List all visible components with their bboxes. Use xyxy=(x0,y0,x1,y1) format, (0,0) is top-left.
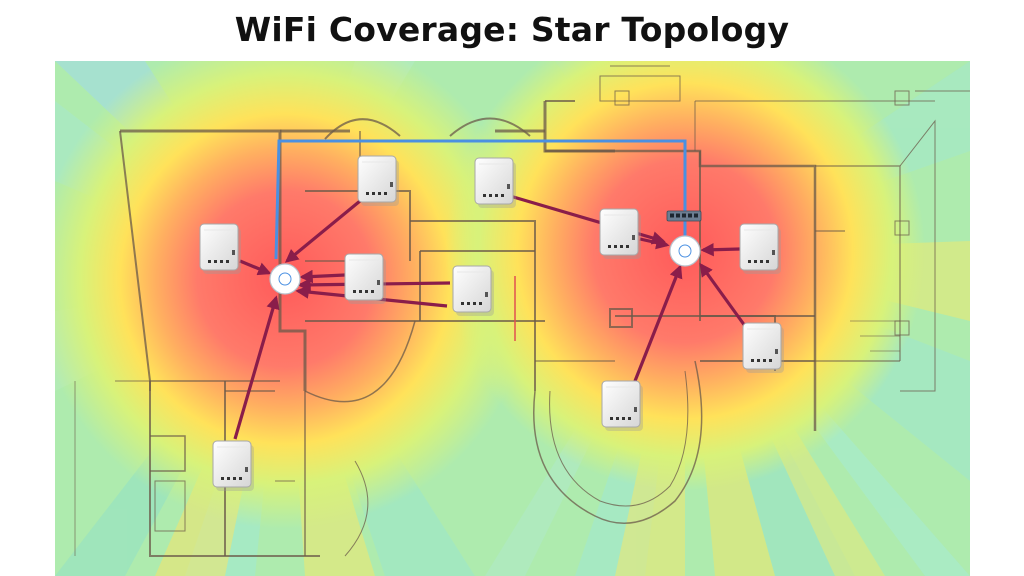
smart-switch-module-sensor-7 xyxy=(474,157,516,208)
smart-switch-module-sensor-2 xyxy=(357,155,399,206)
link-sensor-3-ap-left xyxy=(299,269,346,284)
link-sensor-11-ap-right xyxy=(633,264,683,382)
wired-backhaul-cable xyxy=(274,139,687,260)
link-sensor-2-ap-left xyxy=(284,199,362,263)
smart-switch-module-sensor-8 xyxy=(599,208,641,259)
access-point-left xyxy=(269,263,301,295)
link-sensor-6-ap-left xyxy=(233,295,280,440)
smart-switch-module-sensor-9 xyxy=(739,223,781,274)
smart-switch-module-sensor-1 xyxy=(199,223,241,274)
smart-switch-module-sensor-6 xyxy=(212,440,254,491)
link-sensor-10-ap-right xyxy=(699,262,747,327)
link-sensor-9-ap-right xyxy=(700,242,741,257)
smart-switch-module-sensor-3 xyxy=(344,253,386,304)
network-switch xyxy=(666,210,702,222)
smart-switch-module-sensor-11 xyxy=(601,380,643,431)
diagram-title: WiFi Coverage: Star Topology xyxy=(234,10,790,49)
coverage-zone-right xyxy=(445,61,925,491)
smart-switch-module-sensor-4 xyxy=(452,265,494,316)
wifi-coverage-diagram xyxy=(55,61,970,576)
smart-switch-module-sensor-10 xyxy=(742,322,784,373)
link-sensor-8-ap-right xyxy=(639,236,670,250)
access-point-right xyxy=(669,235,701,267)
link-sensor-1-ap-left xyxy=(239,259,272,276)
coverage-zone-left xyxy=(55,61,535,529)
